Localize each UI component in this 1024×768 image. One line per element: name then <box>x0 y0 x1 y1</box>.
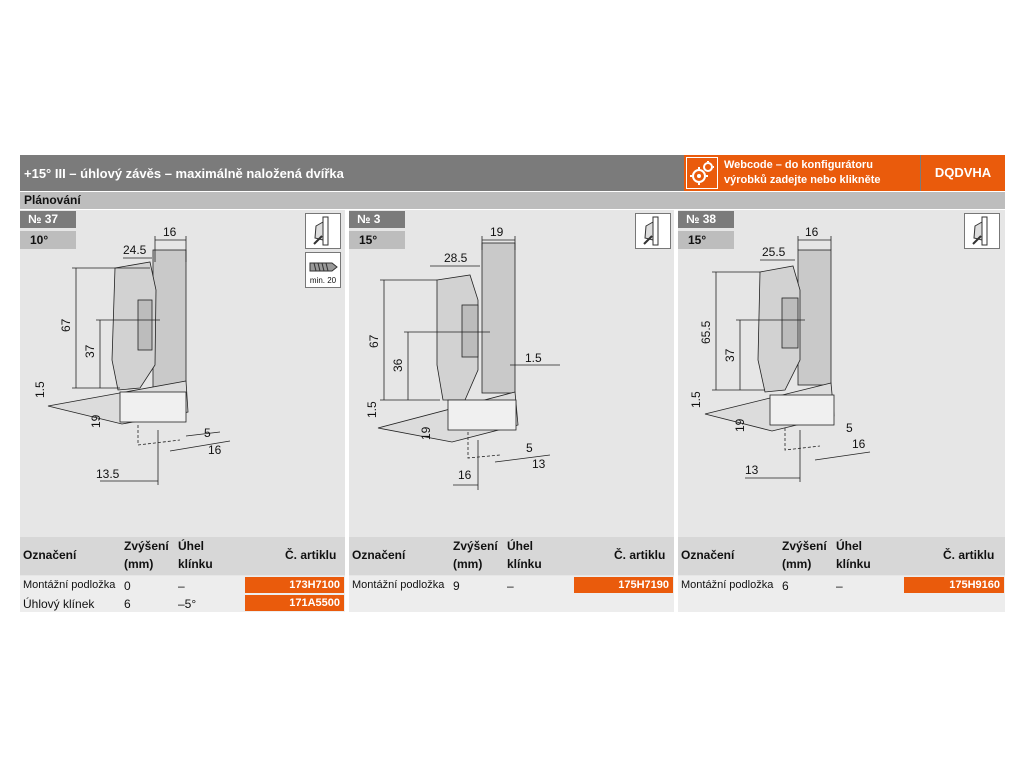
screw-min-label: min. 20 <box>310 276 337 285</box>
dim-label: 1.5 <box>33 381 47 398</box>
row-rise: 0 <box>124 579 131 593</box>
screw-icon: min. 20 <box>305 252 341 288</box>
hinge-thumbnail-icon <box>305 213 341 249</box>
dim-label: 13 <box>532 457 546 471</box>
dim-label: 13 <box>745 463 759 477</box>
col-article: Č. artiklu <box>614 548 666 562</box>
row-angle: – <box>178 579 185 593</box>
row-angle: –5° <box>178 597 197 611</box>
col-angle-2: klínku <box>836 557 871 571</box>
dim-label: 37 <box>723 348 737 362</box>
col-rise-unit: (mm) <box>453 557 483 571</box>
dim-label: 37 <box>83 344 97 358</box>
col-angle: Úhel <box>507 539 534 553</box>
hinge-drawing-1 <box>47 236 231 485</box>
table-header-3 <box>678 537 1005 575</box>
dim-label: 24.5 <box>123 243 147 257</box>
row-name: Úhlový klínek <box>23 597 95 611</box>
panel-3-number: № 38 <box>678 211 734 228</box>
dim-label: 28.5 <box>444 251 468 265</box>
panel-2-angle: 15° <box>349 231 405 249</box>
col-rise-unit: (mm) <box>124 557 154 571</box>
dim-label: 65.5 <box>699 320 713 344</box>
dim-label: 1.5 <box>525 351 542 365</box>
hinge-drawing-2 <box>377 236 560 490</box>
col-designation: Označení <box>352 548 406 562</box>
webcode-code-button[interactable]: DQDVHA <box>921 155 1005 191</box>
dim-label: 25.5 <box>762 245 786 259</box>
dim-label: 19 <box>490 225 504 239</box>
row-rise: 9 <box>453 579 460 593</box>
row-angle: – <box>507 579 514 593</box>
panel-3-angle: 15° <box>678 231 734 249</box>
webcode-link[interactable] <box>684 155 920 191</box>
row-name: Montážní podložka <box>681 579 774 591</box>
dim-label: 16 <box>208 443 222 457</box>
table-header-1 <box>20 537 345 575</box>
dim-label: 67 <box>59 318 73 332</box>
dim-label: 1.5 <box>689 391 703 408</box>
dim-label: 19 <box>419 426 433 440</box>
hinge-thumbnail-icon <box>635 213 671 249</box>
dim-label: 5 <box>846 421 853 435</box>
webcode-line-1: Webcode – do konfigurátoru <box>724 159 873 171</box>
col-angle-2: klínku <box>178 557 213 571</box>
row-rise: 6 <box>124 597 131 611</box>
col-designation: Označení <box>23 548 77 562</box>
dim-label: 36 <box>391 358 405 372</box>
hinge-drawing-3 <box>704 236 871 482</box>
configurator-gear-icon[interactable] <box>686 157 718 189</box>
dim-label: 16 <box>852 437 866 451</box>
dim-label: 19 <box>733 418 747 432</box>
col-rise: Zvýšení <box>453 539 498 553</box>
webcode-line-2: výrobků zadejte nebo klikněte <box>724 174 881 186</box>
row-name: Montážní podložka <box>23 579 116 591</box>
dim-label: 16 <box>163 225 177 239</box>
page-title: +15° III – úhlový závěs – maximálně nalo… <box>24 166 344 181</box>
col-angle: Úhel <box>836 539 863 553</box>
col-article: Č. artiklu <box>943 548 995 562</box>
row-rise: 6 <box>782 579 789 593</box>
dim-label: 16 <box>458 468 472 482</box>
section-title: Plánování <box>24 193 81 207</box>
dim-label: 67 <box>367 334 381 348</box>
panel-1-number: № 37 <box>20 211 76 228</box>
panel-2-number: № 3 <box>349 211 405 228</box>
panel-1-angle: 10° <box>20 231 76 249</box>
dim-label: 5 <box>526 441 533 455</box>
col-article: Č. artiklu <box>285 548 337 562</box>
col-rise-unit: (mm) <box>782 557 812 571</box>
col-designation: Označení <box>681 548 735 562</box>
hinge-thumbnail-icon <box>964 213 1000 249</box>
dim-label: 19 <box>89 414 103 428</box>
subheader-bar <box>20 192 1005 209</box>
col-rise: Zvýšení <box>124 539 169 553</box>
col-angle: Úhel <box>178 539 205 553</box>
article-link[interactable]: 173H7100 <box>245 577 344 593</box>
row-angle: – <box>836 579 843 593</box>
col-angle-2: klínku <box>507 557 542 571</box>
row-name: Montážní podložka <box>352 579 445 591</box>
article-link[interactable]: 175H7190 <box>574 577 673 593</box>
article-link[interactable]: 175H9160 <box>904 577 1004 593</box>
dim-label: 16 <box>805 225 819 239</box>
article-link[interactable]: 171A5500 <box>245 595 344 611</box>
col-rise: Zvýšení <box>782 539 827 553</box>
webcode-description[interactable]: Webcode – do konfigurátoru výrobků zadej… <box>724 158 881 188</box>
dim-label: 13.5 <box>96 467 120 481</box>
dim-label: 5 <box>204 426 211 440</box>
table-header-2 <box>349 537 674 575</box>
dim-label: 1.5 <box>365 401 379 418</box>
